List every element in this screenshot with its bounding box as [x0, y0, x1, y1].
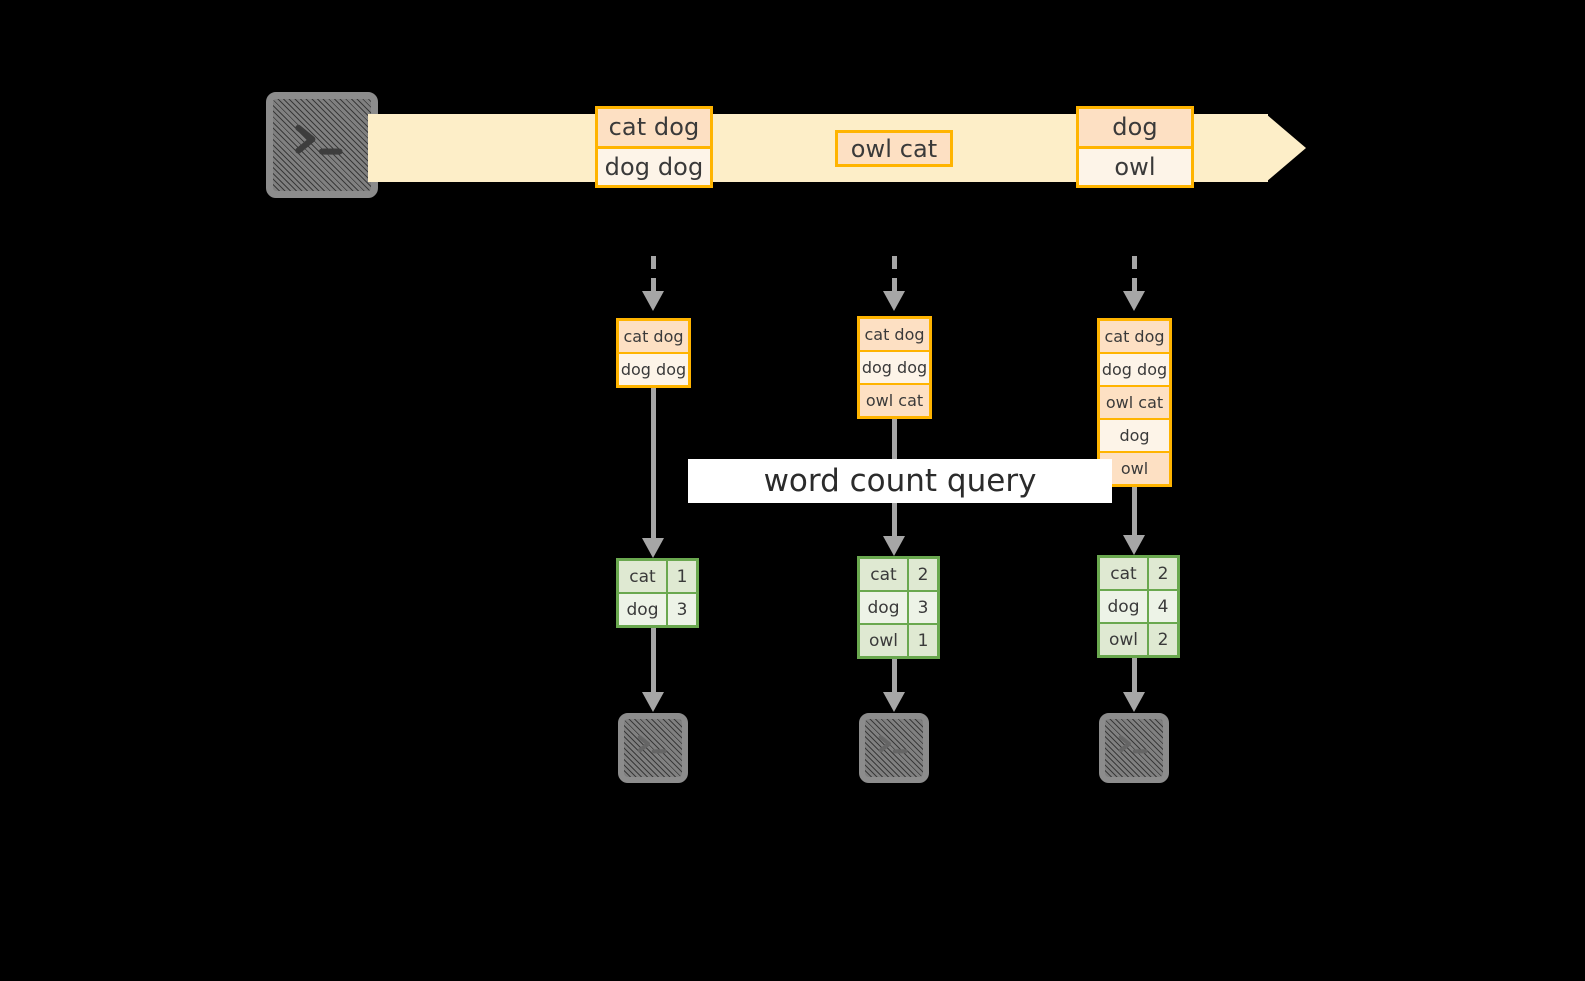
snapshot-1-tap-line: [651, 256, 656, 294]
table-row: cat 2: [860, 559, 937, 590]
snapshot-3-result-table[interactable]: cat 2 dog 4 owl 2: [1097, 555, 1180, 658]
snapshot-3-tap-arrowhead: [1123, 291, 1145, 311]
query-label-band: word count query: [688, 459, 1112, 503]
snapshot-3-input-row: owl cat: [1100, 385, 1169, 418]
result-count-cell: 4: [1147, 591, 1177, 622]
table-row: cat 2: [1100, 558, 1177, 589]
snapshot-1-input-table[interactable]: cat dog dog dog: [616, 318, 691, 388]
result-word-cell: cat: [619, 561, 666, 592]
result-count-cell: 2: [1147, 624, 1177, 655]
snapshot-3-sink-arrowhead: [1123, 692, 1145, 712]
snapshot-2-input-row: owl cat: [860, 383, 929, 416]
result-word-cell: cat: [860, 559, 907, 590]
snapshot-3-input-row: dog dog: [1100, 352, 1169, 385]
snapshot-2-query-arrowhead: [883, 536, 905, 556]
snapshot-3-sink-line: [1132, 653, 1137, 700]
stream-event-3-line-1: dog: [1079, 109, 1191, 146]
result-count-cell: 1: [666, 561, 696, 592]
table-row: dog 4: [1100, 589, 1177, 622]
snapshot-2-tap-arrowhead: [883, 291, 905, 311]
snapshot-1-sink-arrowhead: [642, 692, 664, 712]
snapshot-2-input-row: cat dog: [860, 319, 929, 350]
snapshot-3-input-row: cat dog: [1100, 321, 1169, 352]
snapshot-1-input-row: dog dog: [619, 352, 688, 385]
result-count-cell: 2: [1147, 558, 1177, 589]
table-row: owl 1: [860, 623, 937, 656]
snapshot-2-input-table[interactable]: cat dog dog dog owl cat: [857, 316, 932, 419]
result-word-cell: dog: [619, 594, 666, 625]
snapshot-1-query-line: [651, 385, 656, 550]
snapshot-1-sink-terminal-icon[interactable]: [618, 713, 688, 783]
stream-event-1[interactable]: cat dog dog dog: [595, 106, 713, 188]
snapshot-3-input-row: dog: [1100, 418, 1169, 451]
stream-event-1-line-1: cat dog: [598, 109, 710, 146]
snapshot-2-sink-arrowhead: [883, 692, 905, 712]
snapshot-3-query-arrowhead: [1123, 535, 1145, 555]
snapshot-1-sink-line: [651, 625, 656, 700]
snapshot-1-input-row: cat dog: [619, 321, 688, 352]
source-terminal-icon[interactable]: [266, 92, 378, 198]
result-word-cell: owl: [860, 625, 907, 656]
terminal-prompt-glyph: [295, 124, 343, 155]
stream-arrowhead: [1266, 114, 1306, 182]
result-count-cell: 2: [907, 559, 937, 590]
terminal-prompt-glyph: [1118, 735, 1148, 754]
result-count-cell: 1: [907, 625, 937, 656]
snapshot-2-sink-line: [892, 654, 897, 700]
terminal-prompt-glyph: [637, 735, 667, 754]
terminal-prompt-glyph: [878, 735, 908, 754]
snapshot-3-sink-terminal-icon[interactable]: [1099, 713, 1169, 783]
stream-event-2-line-1: owl cat: [838, 133, 950, 164]
table-row: cat 1: [619, 561, 696, 592]
result-word-cell: owl: [1100, 624, 1147, 655]
result-word-cell: cat: [1100, 558, 1147, 589]
snapshot-3-query-line: [1132, 478, 1137, 548]
snapshot-2-input-row: dog dog: [860, 350, 929, 383]
stream-event-3-line-2: owl: [1079, 145, 1191, 185]
snapshot-3-tap-line: [1132, 256, 1137, 294]
result-count-cell: 3: [666, 594, 696, 625]
result-word-cell: dog: [860, 592, 907, 623]
stream-event-2[interactable]: owl cat: [835, 130, 953, 167]
snapshot-3-input-table[interactable]: cat dog dog dog owl cat dog owl: [1097, 318, 1172, 487]
table-row: dog 3: [619, 592, 696, 625]
snapshot-2-sink-terminal-icon[interactable]: [859, 713, 929, 783]
stream-event-1-line-2: dog dog: [598, 145, 710, 185]
result-count-cell: 3: [907, 592, 937, 623]
stream-event-3[interactable]: dog owl: [1076, 106, 1194, 188]
snapshot-1-result-table[interactable]: cat 1 dog 3: [616, 558, 699, 628]
query-label-text: word count query: [763, 463, 1037, 499]
snapshot-2-result-table[interactable]: cat 2 dog 3 owl 1: [857, 556, 940, 659]
result-word-cell: dog: [1100, 591, 1147, 622]
table-row: dog 3: [860, 590, 937, 623]
snapshot-2-tap-line: [892, 256, 897, 294]
snapshot-1-tap-arrowhead: [642, 291, 664, 311]
snapshot-1-query-arrowhead: [642, 538, 664, 558]
table-row: owl 2: [1100, 622, 1177, 655]
